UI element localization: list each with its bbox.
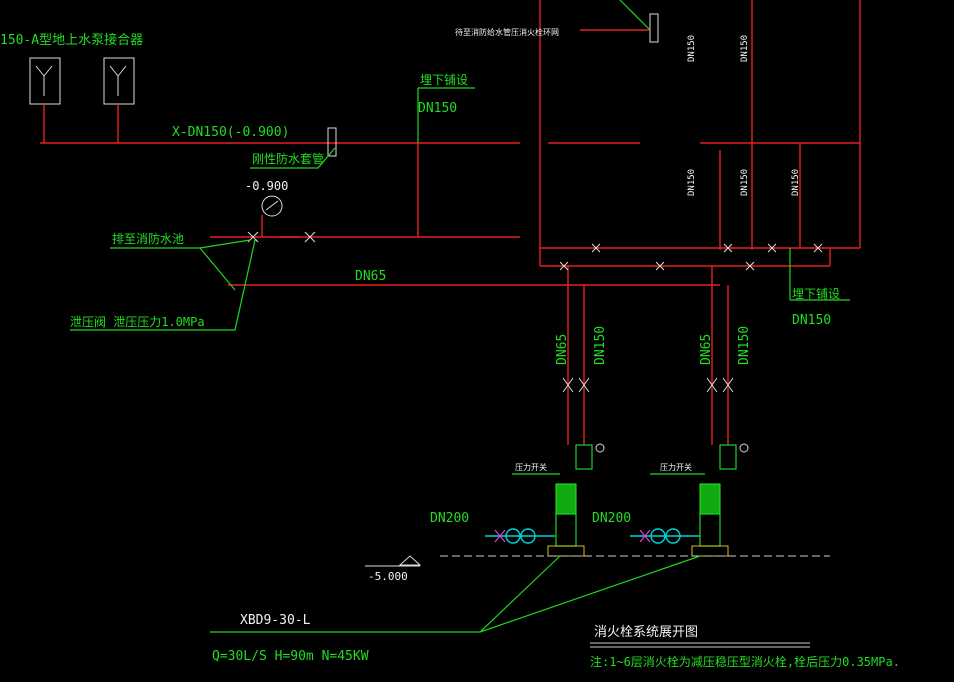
- pump2-check-valve: [719, 444, 737, 470]
- ring-valve-4: [813, 243, 823, 253]
- label-dn200-b: DN200: [592, 511, 631, 526]
- drawing-title: 消火栓系统展开图: [594, 625, 698, 640]
- pipe-network: [40, 0, 861, 445]
- pump1-check-valve: [575, 444, 593, 470]
- pump2-suction-valve: [639, 529, 651, 543]
- pump1-motor-icon: [555, 483, 577, 515]
- ring-valve-2: [723, 243, 733, 253]
- label-elev-0900: -0.900: [245, 179, 288, 193]
- label-dn200-a: DN200: [430, 511, 469, 526]
- pump1-suction-valve: [494, 529, 506, 543]
- pump1-valve-a: [562, 377, 574, 393]
- leader-pump: [210, 555, 701, 633]
- leader-sleeve: [250, 147, 336, 169]
- label-buried1: 埋下铺设: [420, 73, 468, 87]
- pump-adapter-1-icon: [29, 57, 61, 105]
- pressure-gauge-icon: [261, 195, 283, 217]
- pump1-body: [555, 513, 577, 547]
- pump2-flex-joint: [650, 528, 666, 544]
- gauge-needle: [265, 200, 279, 211]
- label-elev-5000: -5.000: [368, 570, 408, 583]
- pump1-label-dn65: DN65: [555, 334, 570, 365]
- label-x-dn150: X-DN150(-0.900): [172, 125, 289, 140]
- label-note: 注:1~6层消火栓为减压稳压型消火栓,栓后压力0.35MPa.: [590, 654, 900, 669]
- label-sleeve: 刚性防水套管: [252, 151, 324, 166]
- pump1-gauge-icon: [595, 443, 605, 453]
- pump-adapter-2-icon: [103, 57, 135, 105]
- label-dn150-a: DN150: [418, 101, 457, 116]
- ring-valve-3: [767, 243, 777, 253]
- label-pump-adapter: 150-A型地上水泵接合器: [0, 32, 143, 48]
- pump2-motor-icon: [699, 483, 721, 515]
- riser-label-4: DN150: [740, 169, 750, 196]
- pump2-valve-a: [706, 377, 718, 393]
- pump2-label-dn65: DN65: [699, 334, 714, 365]
- label-buried2: 埋下铺设: [792, 287, 840, 301]
- leader-relief-2: [199, 247, 236, 291]
- sleeve-icon-top: [649, 13, 659, 43]
- label-pressure-switch-1: 压力开关: [515, 462, 547, 472]
- pump-adapter-2-y: [109, 65, 127, 96]
- ring-valve-5: [559, 261, 569, 271]
- riser-label-1: DN150: [687, 35, 697, 62]
- leaders: [70, 0, 850, 633]
- label-dn65: DN65: [355, 269, 386, 284]
- pump2-label-dn150: DN150: [737, 326, 752, 365]
- leader-relief: [70, 239, 256, 331]
- riser-label-3: DN150: [687, 169, 697, 196]
- label-pump-model: XBD9-30-L: [240, 613, 311, 628]
- gate-valve-icon: [304, 231, 316, 243]
- ring-valve-7: [745, 261, 755, 271]
- label-top-note: 待至消防给水管压消火栓环网: [455, 27, 559, 37]
- riser-label-2: DN150: [740, 35, 750, 62]
- pump1-flex-joint-2: [520, 528, 536, 544]
- pump1-base: [547, 545, 585, 557]
- label-pressure-switch-2: 压力开关: [660, 462, 692, 472]
- label-pump-params: Q=30L/S H=90m N=45KW: [212, 649, 369, 664]
- riser-label-5: DN150: [791, 169, 801, 196]
- equipment: [29, 13, 830, 567]
- sleeve-icon: [327, 127, 337, 157]
- leader-buried2: [789, 248, 850, 301]
- pump2-valve-b: [722, 377, 734, 393]
- pump2-base: [691, 545, 729, 557]
- pump2-body: [699, 513, 721, 547]
- pump-adapter-1-y: [35, 65, 53, 96]
- label-to-pool: 排至消防水池: [112, 231, 184, 246]
- pump1-flex-joint: [505, 528, 521, 544]
- ring-valve-6: [655, 261, 665, 271]
- pump2-gauge-icon: [739, 443, 749, 453]
- elevation-marker-icon: [398, 555, 422, 566]
- leader-top: [619, 0, 651, 31]
- label-relief-valve: 泄压阀 泄压压力1.0MPa: [70, 315, 205, 329]
- ring-valve-1: [591, 243, 601, 253]
- pump1-label-dn150: DN150: [593, 326, 608, 365]
- suction-lines: [485, 528, 700, 544]
- label-dn150-b: DN150: [792, 313, 831, 328]
- pump1-valve-b: [578, 377, 590, 393]
- pump2-flex-joint-2: [665, 528, 681, 544]
